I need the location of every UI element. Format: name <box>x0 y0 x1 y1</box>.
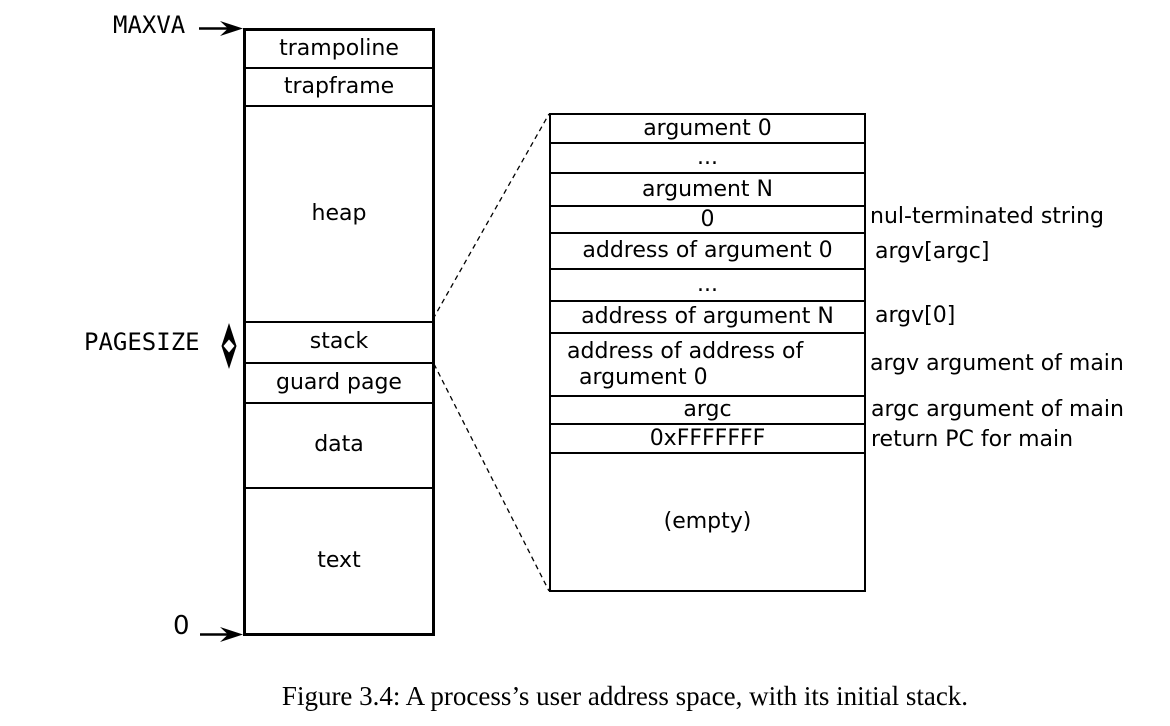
maxva-arrow-icon <box>199 21 243 36</box>
maxva-label: MAXVA <box>113 11 186 39</box>
region-guard-page: guard page <box>246 364 432 404</box>
stack-row-empty: (empty) <box>663 509 752 535</box>
stack-row-address-of-address-of-argument-0: address of address of argument 0 <box>551 334 864 397</box>
region-stack: stack <box>246 323 432 364</box>
zero-address-label: 0 <box>173 611 190 641</box>
region-trapframe: trapframe <box>246 69 432 107</box>
pagesize-label: PAGESIZE <box>84 328 200 356</box>
stack-row-address-of-argument-n: address of argument N <box>551 302 864 334</box>
stack-row-zero: 0 <box>551 207 864 234</box>
annotation-argv-0: argv[0] <box>875 303 956 328</box>
region-trampoline: trampoline <box>246 31 432 69</box>
stack-row-line1: address of address of <box>567 339 804 365</box>
annotation-return-pc-for-main: return PC for main <box>871 427 1074 452</box>
stack-row-argument-n: argument N <box>551 174 864 207</box>
stack-row-ellipsis-args: ... <box>551 144 864 174</box>
figure-caption: Figure 3.4: A process’s user address spa… <box>281 681 969 711</box>
stack-row-address-of-argument-0: address of argument 0 <box>551 234 864 270</box>
region-heap: heap <box>246 107 432 323</box>
stack-row-argc: argc <box>551 397 864 425</box>
region-text: text <box>317 547 361 573</box>
annotation-argc-argument-of-main: argc argument of main <box>871 397 1124 422</box>
stack-row-argument-0: argument 0 <box>551 115 864 144</box>
stack-detail-box: argument 0 ... argument N 0 address of a… <box>549 113 866 592</box>
annotation-argv-argc: argv[argc] <box>875 239 990 264</box>
dashed-connector-top <box>432 113 550 320</box>
zero-arrow-icon <box>200 627 243 642</box>
annotation-nul-terminated-string: nul-terminated string <box>870 204 1104 229</box>
region-data: data <box>246 404 432 489</box>
annotation-argv-argument-of-main: argv argument of main <box>870 351 1124 376</box>
stack-row-return-pc: 0xFFFFFFF <box>551 425 864 454</box>
stack-row-ellipsis-addresses: ... <box>551 270 864 302</box>
stack-row-line2: argument 0 <box>579 364 708 390</box>
address-space-column: trampoline trapframe heap stack guard pa… <box>243 28 435 636</box>
dashed-connector-bottom <box>433 363 550 592</box>
pagesize-arrow-icon <box>221 323 237 369</box>
